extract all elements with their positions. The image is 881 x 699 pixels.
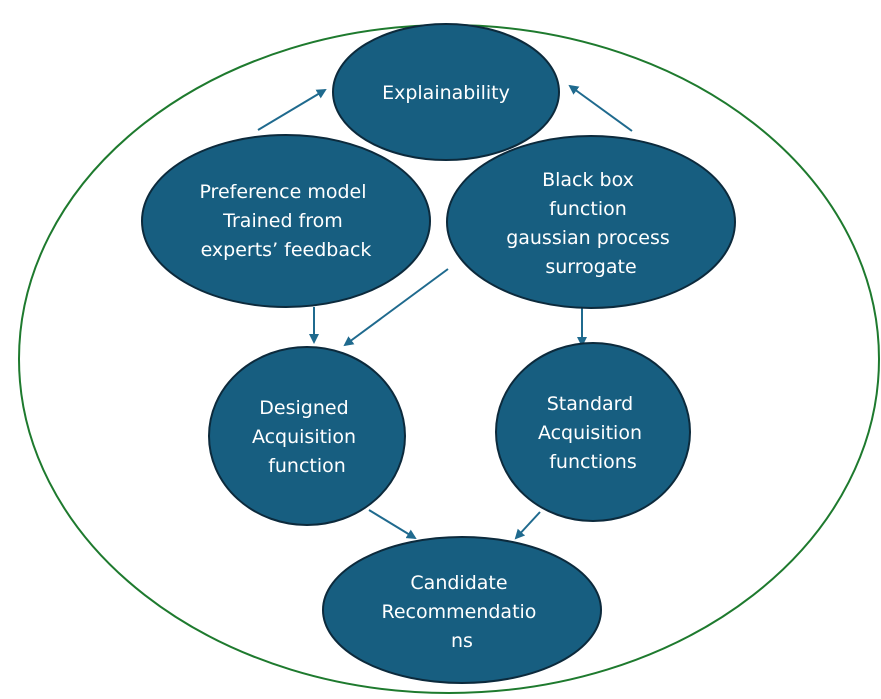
label-line: Preference model <box>199 181 366 203</box>
label-line: function <box>268 455 346 477</box>
node-label-standard-acquisition: Standard Acquisition functions <box>538 393 648 473</box>
node-shape-candidate-recommendations <box>322 536 602 684</box>
node-label-preference-model: Preference model Trained from experts’ f… <box>199 181 372 261</box>
label-line: Standard <box>547 393 633 415</box>
edges-group <box>257 84 633 540</box>
node-shape-preference-model <box>141 134 431 308</box>
node-designed-acquisition: Designed Acquisition function <box>208 346 406 526</box>
label-line: Explainability <box>382 82 510 104</box>
node-label-designed-acquisition: Designed Acquisition function <box>252 397 362 477</box>
node-candidate-recommendations: Candidate Recommendatio ns <box>322 536 602 684</box>
node-standard-acquisition: Standard Acquisition functions <box>495 342 691 522</box>
label-line: Black box <box>542 169 634 191</box>
edge-blackbox-to-designed <box>343 268 449 347</box>
label-line: functions <box>549 451 637 473</box>
label-line: ns <box>451 630 473 652</box>
label-line: Trained from <box>222 210 343 232</box>
node-preference-model: Preference model Trained from experts’ f… <box>141 134 431 308</box>
label-line: Recommendatio <box>382 601 537 623</box>
node-black-box: Black box function gaussian process surr… <box>446 135 736 309</box>
label-line: gaussian process <box>506 227 670 249</box>
label-line: Acquisition <box>252 426 356 448</box>
label-line: surrogate <box>545 256 636 278</box>
label-line: experts’ feedback <box>201 239 372 261</box>
label-line: Designed <box>259 397 348 419</box>
label-line: Candidate <box>410 572 507 594</box>
node-label-candidate-recommendations: Candidate Recommendatio ns <box>382 572 543 652</box>
node-explainability: Explainability <box>332 23 560 161</box>
edge-standard-to-candidate <box>514 511 541 540</box>
node-label-explainability: Explainability <box>382 82 510 104</box>
label-line: function <box>549 198 627 220</box>
label-line: Acquisition <box>538 422 642 444</box>
node-shape-explainability <box>332 23 560 161</box>
node-shape-designed-acquisition <box>208 346 406 526</box>
node-shape-black-box <box>446 135 736 309</box>
node-shape-standard-acquisition <box>495 342 691 522</box>
edge-blackbox-to-explainability <box>568 84 633 132</box>
edge-preference-to-explainability <box>257 88 327 131</box>
edge-designed-to-candidate <box>368 509 417 540</box>
node-label-black-box: Black box function gaussian process surr… <box>506 169 676 278</box>
